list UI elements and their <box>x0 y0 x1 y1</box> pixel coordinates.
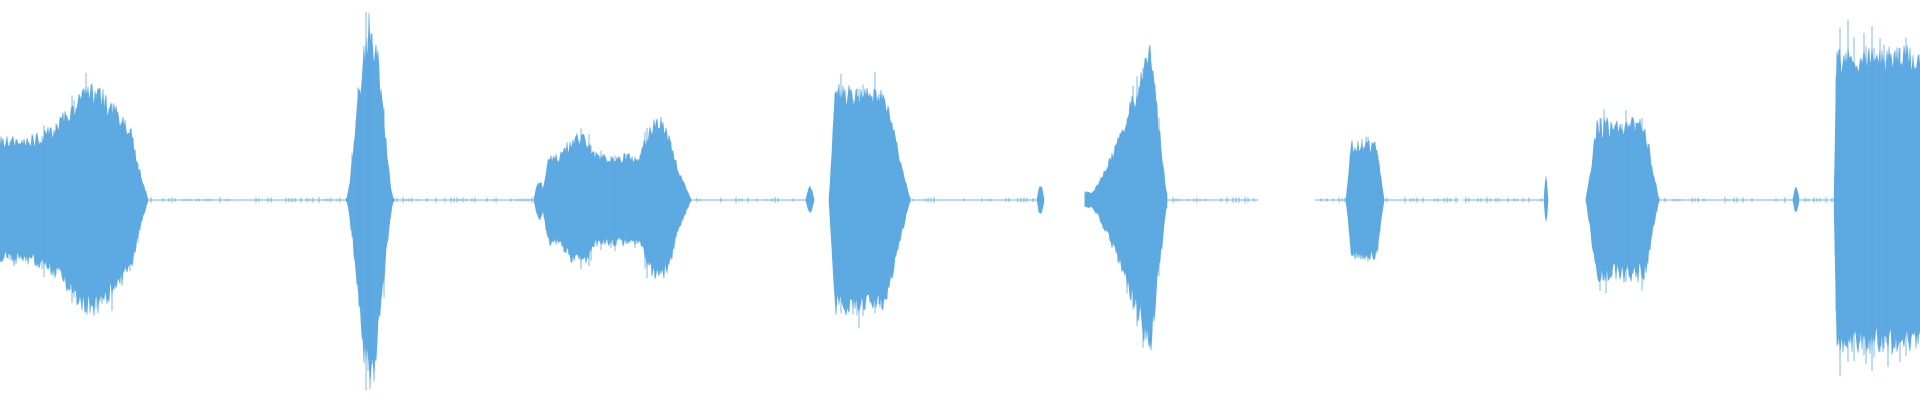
waveform-segment <box>805 185 815 213</box>
waveform-segment <box>1084 44 1168 351</box>
waveform-segment <box>1792 186 1800 213</box>
waveform-noise-floor <box>148 196 1834 204</box>
waveform-segments <box>0 11 1920 391</box>
waveform-segment <box>540 116 692 280</box>
waveform-segment <box>1543 176 1549 222</box>
waveform-segment <box>1036 186 1045 214</box>
waveform-segment <box>1833 45 1920 355</box>
